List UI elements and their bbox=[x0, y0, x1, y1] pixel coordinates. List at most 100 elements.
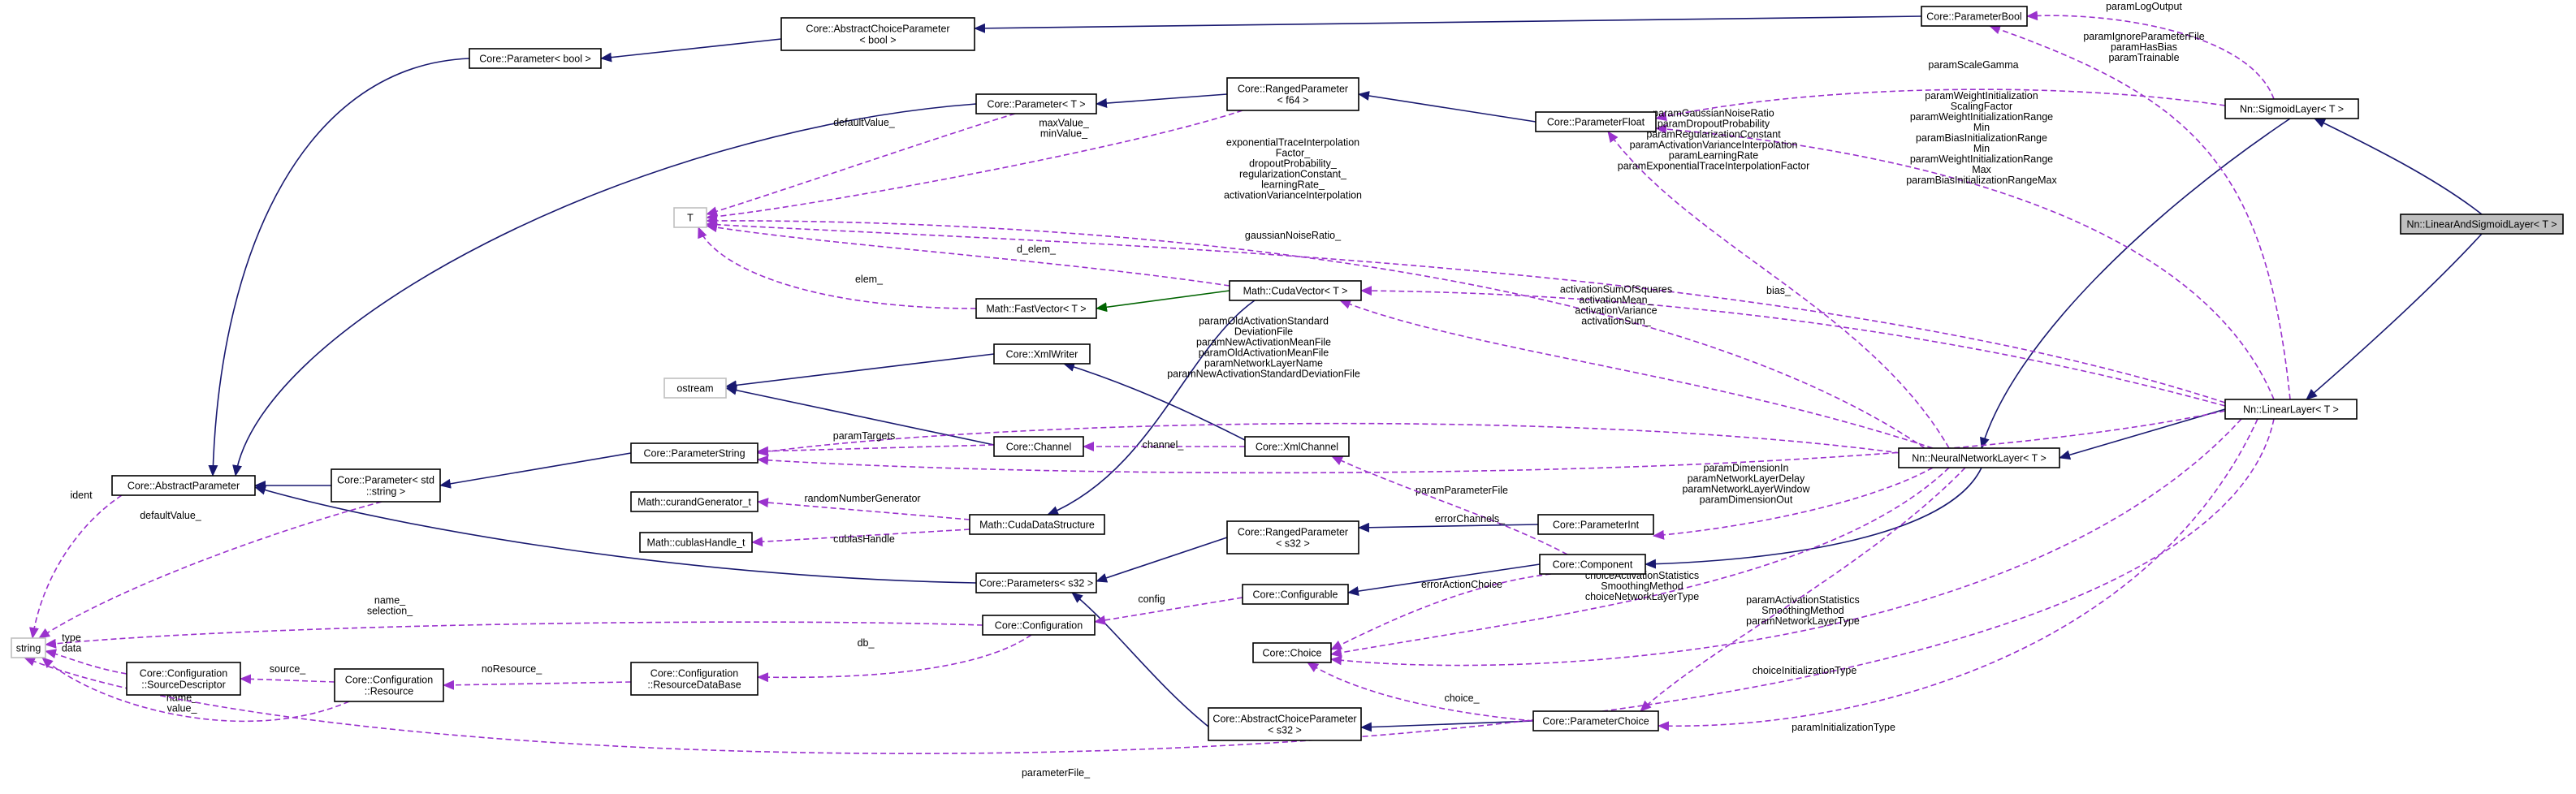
class-node-nn-neuralnetworklayer-t[interactable]: Nn::NeuralNetworkLayer< T > bbox=[1898, 447, 2060, 468]
class-box bbox=[673, 207, 707, 228]
class-name-line: Nn::LinearAndSigmoidLayer< T > bbox=[2406, 219, 2557, 231]
edge-n06-n04 bbox=[1358, 91, 1537, 123]
edge-label-line: errorChannels_ bbox=[1435, 513, 1506, 524]
class-node-core-abstractchoiceparameter[interactable]: Core::AbstractChoiceParameter< s32 > bbox=[1208, 707, 1362, 741]
edge-path bbox=[1358, 522, 1539, 533]
edge-path bbox=[1980, 118, 2291, 449]
edge-label: gaussianNoiseRatio_ bbox=[1245, 230, 1342, 241]
class-box bbox=[126, 662, 241, 696]
class-node-core-parameter-bool[interactable]: Core::Parameter< bool > bbox=[469, 48, 602, 69]
class-name-line: Core::Parameters< s32 > bbox=[979, 578, 1093, 589]
edge-label-line: errorActionChoice bbox=[1421, 579, 1502, 590]
edge-label: name_selection_ bbox=[367, 595, 413, 617]
edge-label-line: paramIgnoreParameterFile bbox=[2083, 31, 2204, 42]
class-node-core-parameter-t[interactable]: Core::Parameter< T > bbox=[975, 93, 1097, 114]
class-node-math-cudavector-t[interactable]: Math::CudaVector< T > bbox=[1229, 280, 1362, 301]
class-node-core-parameterchoice[interactable]: Core::ParameterChoice bbox=[1532, 710, 1659, 731]
class-node-nn-linearandsigmoidlayer-t[interactable]: Nn::LinearAndSigmoidLayer< T > bbox=[2400, 214, 2564, 235]
class-node-core-component[interactable]: Core::Component bbox=[1539, 554, 1646, 575]
class-box bbox=[11, 637, 46, 658]
class-box bbox=[2400, 214, 2564, 235]
edge-label-line: SmoothingMethod bbox=[1761, 605, 1844, 616]
class-name-line: Core::Component bbox=[1553, 559, 1633, 571]
edge-label: config bbox=[1138, 593, 1165, 605]
edge-n08-n07 bbox=[2314, 118, 2483, 215]
class-node-t: T bbox=[673, 207, 707, 228]
class-node-core-configurable[interactable]: Core::Configurable bbox=[1242, 584, 1349, 605]
class-node-core-rangedparameter[interactable]: Core::RangedParameter< f64 > bbox=[1226, 77, 1359, 111]
class-node-core-configuration[interactable]: Core::Configuration::ResourceDataBase bbox=[630, 662, 759, 696]
class-name-line: Core::ParameterBool bbox=[1926, 11, 2021, 23]
class-node-core-parameters-s32[interactable]: Core::Parameters< s32 > bbox=[975, 572, 1097, 593]
class-node-core-channel[interactable]: Core::Channel bbox=[993, 436, 1084, 457]
edge-n23-n22 bbox=[1358, 522, 1539, 533]
edge-label-line: choiceNetworkLayerType bbox=[1585, 591, 1699, 602]
class-node-string: string bbox=[11, 637, 46, 658]
class-name-line: Core::Configuration bbox=[345, 675, 433, 686]
edge-n22-n26 bbox=[1096, 537, 1228, 583]
class-box bbox=[1898, 447, 2060, 468]
edge-label-line: paramOldActivationMeanFile bbox=[1199, 347, 1329, 359]
class-node-core-abstractchoiceparameter[interactable]: Core::AbstractChoiceParameter< bool > bbox=[780, 17, 975, 51]
class-box bbox=[993, 436, 1084, 457]
edge-n08-n25 bbox=[2306, 233, 2483, 400]
edge-label: bias_ bbox=[1766, 285, 1792, 296]
class-node-core-configuration[interactable]: Core::Configuration bbox=[982, 615, 1096, 636]
class-node-core-parameterint[interactable]: Core::ParameterInt bbox=[1537, 514, 1654, 535]
edge-path bbox=[1655, 124, 2275, 400]
edge-label-line: paramDimensionIn bbox=[1704, 463, 1789, 474]
class-node-nn-linearlayer-t[interactable]: Nn::LinearLayer< T > bbox=[2224, 399, 2358, 420]
edge-label-line: paramLogOutput bbox=[2106, 1, 2182, 12]
class-node-core-parameterfloat[interactable]: Core::ParameterFloat bbox=[1535, 111, 1657, 132]
class-node-nn-sigmoidlayer-t[interactable]: Nn::SigmoidLayer< T > bbox=[2224, 98, 2359, 119]
class-node-core-xmlwriter[interactable]: Core::XmlWriter bbox=[993, 343, 1091, 365]
class-node-math-curandgenerator-t[interactable]: Math::curandGenerator_t bbox=[630, 491, 759, 512]
edge-path bbox=[2059, 408, 2226, 460]
edge-path bbox=[1096, 93, 1228, 109]
edge-label-line: db_ bbox=[858, 637, 875, 649]
class-name-line: Math::cublasHandle_t bbox=[647, 537, 746, 549]
class-node-core-configuration[interactable]: Core::Configuration::Resource bbox=[334, 668, 444, 702]
class-node-math-cudadatastructure[interactable]: Math::CudaDataStructure bbox=[969, 514, 1105, 535]
class-box bbox=[1537, 514, 1654, 535]
class-node-core-configuration[interactable]: Core::Configuration::SourceDescriptor bbox=[126, 662, 241, 696]
edge-path bbox=[1071, 592, 1209, 727]
edge-label-line: type bbox=[62, 632, 81, 644]
edge-n05-n09: defaultValue_ bbox=[706, 113, 1016, 217]
class-node-math-fastvector-t[interactable]: Math::FastVector< T > bbox=[975, 298, 1097, 319]
class-node-core-choice[interactable]: Core::Choice bbox=[1252, 642, 1332, 663]
class-name-line: Core::AbstractChoiceParameter bbox=[1212, 714, 1356, 725]
edge-label-line: dropoutProbability_ bbox=[1249, 158, 1338, 170]
class-node-math-cublashandle-t[interactable]: Math::cublasHandle_t bbox=[639, 532, 753, 553]
class-name-line: ::string > bbox=[366, 486, 405, 498]
class-name-line: T bbox=[687, 213, 694, 224]
class-node-core-abstractparameter[interactable]: Core::AbstractParameter bbox=[111, 475, 256, 496]
edge-path bbox=[41, 657, 350, 723]
edge-label: defaultValue_ bbox=[140, 510, 202, 521]
class-node-core-xmlchannel[interactable]: Core::XmlChannel bbox=[1244, 436, 1350, 457]
class-node-core-rangedparameter[interactable]: Core::RangedParameter< s32 > bbox=[1226, 520, 1359, 555]
edge-label-line: activationSum_ bbox=[1581, 316, 1652, 327]
edge-label: randomNumberGenerator bbox=[804, 493, 920, 504]
edge-label-line: paramActivationStatistics bbox=[1746, 594, 1860, 606]
edge-n25-n24 bbox=[2059, 408, 2226, 460]
edge-label-line: exponentialTraceInterpolation bbox=[1226, 137, 1359, 149]
edge-n26-n17 bbox=[254, 485, 977, 584]
edge-n16-n15: channel_ bbox=[1083, 439, 1245, 451]
edge-path bbox=[1339, 300, 1934, 449]
edge-n35-n26 bbox=[1071, 592, 1209, 727]
class-node-core-parameter-std[interactable]: Core::Parameter< std::string > bbox=[331, 468, 441, 503]
edge-label-line: paramLearningRate bbox=[1669, 150, 1759, 162]
edge-path bbox=[240, 674, 335, 684]
edge-n10-n11 bbox=[1096, 290, 1230, 313]
class-node-ostream: ostream bbox=[663, 378, 727, 399]
edge-n01-n02 bbox=[600, 38, 782, 63]
edge-label-line: activationVariance bbox=[1575, 305, 1657, 317]
edge-n10-n21 bbox=[1047, 300, 1256, 516]
class-node-core-parameterstring[interactable]: Core::ParameterString bbox=[630, 442, 759, 464]
class-node-core-parameterbool[interactable]: Core::ParameterBool bbox=[1921, 6, 2028, 27]
